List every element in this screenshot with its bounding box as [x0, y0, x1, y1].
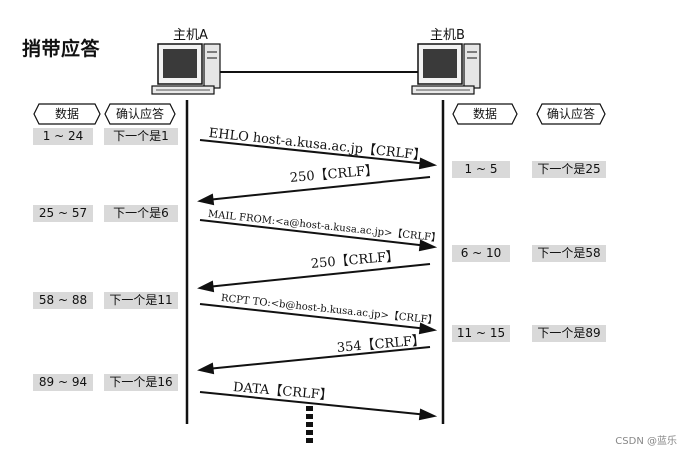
continuation-marker — [306, 406, 313, 443]
arrow-a-to-b-4 — [199, 391, 438, 421]
arrow-a-to-b-3 — [199, 303, 438, 335]
host-b-computer-icon — [411, 43, 481, 95]
host-a-data-header: 数据 — [33, 103, 101, 125]
host-a-data-cell: 1 ~ 24 — [33, 128, 93, 145]
host-b-data-header-label: 数据 — [472, 107, 497, 121]
host-b-data-cell: 11 ~ 15 — [452, 325, 510, 342]
arrow-b-to-a-1 — [197, 176, 431, 206]
watermark: CSDN @蓝乐 — [615, 436, 677, 447]
arrow-a-to-b-2 — [199, 219, 438, 252]
host-b-ack-cell: 下一个是25 — [532, 161, 606, 178]
host-b-data-header: 数据 — [452, 103, 518, 125]
host-b-ack-header: 确认应答 — [536, 103, 606, 125]
host-a-data-header-label: 数据 — [54, 107, 79, 121]
host-a-ack-cell: 下一个是1 — [104, 128, 178, 145]
host-a-data-cell: 58 ~ 88 — [33, 292, 93, 309]
host-a-ack-header-label: 确认应答 — [115, 107, 164, 121]
arrow-b-to-a-2 — [197, 263, 431, 293]
host-a-ack-cell: 下一个是16 — [104, 374, 178, 391]
host-a-data-cell: 89 ~ 94 — [33, 374, 93, 391]
host-b-ack-cell: 下一个是58 — [532, 245, 606, 262]
host-b-data-cell: 1 ~ 5 — [452, 161, 510, 178]
host-a-computer-icon — [151, 43, 221, 95]
arrow-a-to-b-1 — [199, 139, 438, 170]
host-a-ack-header: 确认应答 — [104, 103, 176, 125]
diagram-title: 捎带应答 — [22, 38, 101, 60]
host-b-label: 主机B — [430, 28, 465, 43]
host-a-data-cell: 25 ~ 57 — [33, 205, 93, 222]
host-a-ack-cell: 下一个是6 — [104, 205, 178, 222]
arrow-b-to-a-3 — [197, 346, 431, 375]
host-a-label: 主机A — [173, 28, 208, 43]
host-b-ack-header-label: 确认应答 — [546, 107, 595, 121]
host-b-data-cell: 6 ~ 10 — [452, 245, 510, 262]
host-a-ack-cell: 下一个是11 — [104, 292, 178, 309]
host-b-ack-cell: 下一个是89 — [532, 325, 606, 342]
